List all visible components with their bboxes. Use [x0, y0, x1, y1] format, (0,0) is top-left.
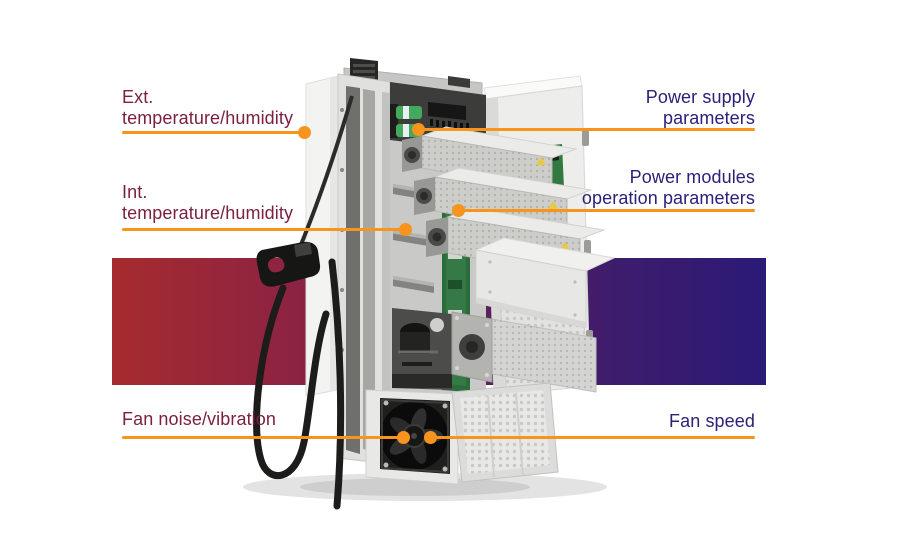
power-module-case [474, 237, 616, 329]
callout-label-int-temperature-humidity: Int. temperature/humidity [122, 182, 293, 224]
callout-line-fan-speed [424, 431, 755, 444]
perforated-vent-panel [451, 382, 559, 483]
power-module [451, 311, 597, 393]
label-line: Int. [122, 182, 148, 202]
label-line: Ext. [122, 87, 154, 107]
power-modules [402, 126, 616, 393]
callout-line-fan-noise-vibration [122, 431, 410, 444]
charging-cable [253, 95, 354, 510]
cabinet-left-door [305, 75, 339, 397]
callout-dot [399, 223, 412, 236]
floor-shadow [243, 473, 607, 501]
label-line: operation parameters [581, 188, 755, 208]
pump-assembly [392, 308, 452, 390]
label-line: Fan speed [669, 411, 755, 431]
label-line: Power supply [645, 87, 755, 107]
callout-line-power-supply-parameters [412, 123, 755, 136]
callout-line-power-modules-operation-parameters [452, 204, 755, 217]
callout-dot [452, 204, 465, 217]
callout-dot [412, 123, 425, 136]
callout-line-int-temperature-humidity [122, 223, 412, 236]
callout-label-fan-speed: Fan speed [669, 411, 755, 432]
label-line: parameters [662, 108, 755, 128]
callout-label-power-modules-operation-parameters: Power modules operation parameters [582, 167, 755, 209]
callout-dot [298, 126, 311, 139]
callout-label-fan-noise-vibration: Fan noise/vibration [122, 409, 276, 430]
callout-line-ext-temperature-humidity [122, 126, 311, 139]
label-line: temperature/humidity [122, 108, 294, 128]
charging-gun [256, 241, 321, 287]
label-line: Fan noise/vibration [122, 409, 276, 429]
label-line: temperature/humidity [122, 203, 294, 223]
callout-label-ext-temperature-humidity: Ext. temperature/humidity [122, 87, 293, 129]
callout-dot [424, 431, 437, 444]
callout-dot [397, 431, 410, 444]
callout-label-power-supply-parameters: Power supply parameters [646, 87, 755, 129]
label-line: Power modules [629, 167, 755, 187]
